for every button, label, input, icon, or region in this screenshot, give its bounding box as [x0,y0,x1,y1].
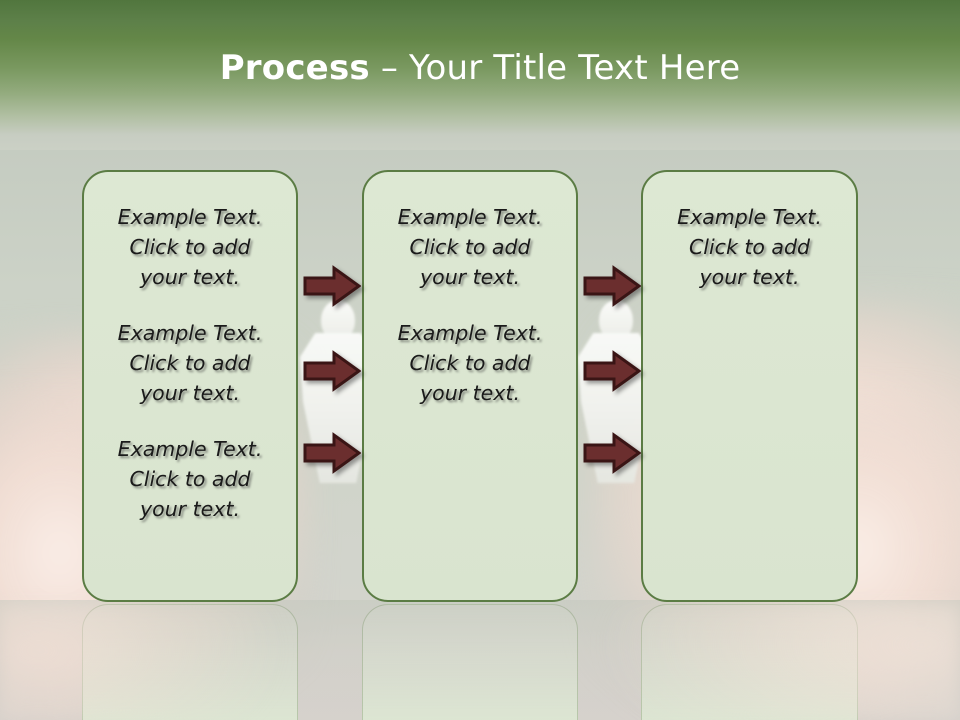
text-block[interactable]: Example Text. Click to add your text. [98,434,282,524]
text-line: Click to add [129,235,251,259]
title-strong-part: Process [219,48,370,88]
text-block[interactable]: Example Text. Click to add your text. [98,202,282,292]
process-column-3[interactable]: Example Text. Click to add your text. [641,170,858,602]
column-2-content: Example Text. Click to add your text. Ex… [378,202,562,408]
column-3-reflection [641,604,858,720]
text-line: Example Text. [397,321,543,345]
right-block-arrow-icon-b2[interactable] [583,350,641,392]
text-line: your text. [420,381,520,405]
text-line: your text. [699,265,800,289]
title-band: Process – Your Title Text Here [0,0,960,150]
text-line: your text. [420,265,520,289]
text-block[interactable]: Example Text. Click to add your text. [378,202,562,292]
text-line: Example Text. [677,205,822,229]
text-line: Example Text. [117,321,263,345]
text-line: Click to add [129,351,251,375]
column-1-reflection [82,604,298,720]
text-line: Click to add [129,467,251,491]
right-block-arrow-icon-a3[interactable] [303,432,361,474]
text-line: your text. [140,497,240,521]
text-line: your text. [140,265,240,289]
text-block[interactable]: Example Text. Click to add your text. [657,202,842,292]
right-block-arrow-icon-a2[interactable] [303,350,361,392]
title-rest-part: – Your Title Text Here [369,48,741,88]
right-block-arrow-icon-b1[interactable] [583,265,641,307]
right-block-arrow-icon-a1[interactable] [303,265,361,307]
text-line: Click to add [409,351,531,375]
text-line: your text. [140,381,240,405]
text-line: Click to add [409,235,531,259]
column-1-content: Example Text. Click to add your text. Ex… [98,202,282,524]
text-line: Example Text. [397,205,543,229]
text-line: Click to add [688,235,811,259]
text-line: Example Text. [117,437,263,461]
text-block[interactable]: Example Text. Click to add your text. [378,318,562,408]
process-column-1[interactable]: Example Text. Click to add your text. Ex… [82,170,298,602]
text-line: Example Text. [117,205,263,229]
text-block[interactable]: Example Text. Click to add your text. [98,318,282,408]
page-title: Process – Your Title Text Here [0,48,960,88]
right-block-arrow-icon-b3[interactable] [583,432,641,474]
column-2-reflection [362,604,578,720]
process-column-2[interactable]: Example Text. Click to add your text. Ex… [362,170,578,602]
column-3-content: Example Text. Click to add your text. [657,202,842,292]
